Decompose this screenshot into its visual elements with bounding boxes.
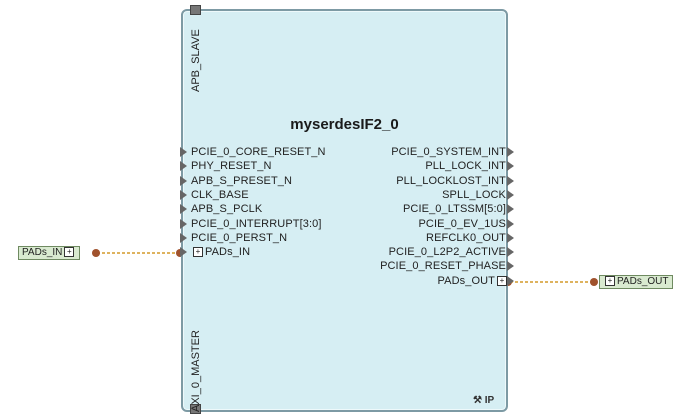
right-pin-connector[interactable]	[507, 247, 514, 258]
left-pin-label: CLK_BASE	[191, 188, 249, 201]
right-pin-connector[interactable]	[507, 189, 514, 200]
apb-slave-connector[interactable]	[190, 5, 201, 15]
right-pin-connector[interactable]	[507, 147, 514, 157]
pads-in-port[interactable]: PADs_IN+	[18, 246, 81, 260]
left-pin-connector[interactable]	[180, 232, 187, 243]
right-pin-label: PCIE_0_EV_1US	[418, 217, 506, 230]
right-pin-label: PADs_OUT+	[438, 275, 509, 288]
right-pin-label: PCIE_0_SYSTEM_INT	[391, 146, 506, 158]
apb-slave-label: APB_SLAVE	[190, 29, 202, 92]
left-pin-label: PCIE_0_PERST_N	[191, 231, 288, 244]
left-pin-connector[interactable]	[180, 204, 187, 215]
right-pin-connector[interactable]	[507, 161, 514, 172]
left-pin-label: PCIE_0_INTERRUPT[3:0]	[191, 217, 322, 230]
left-pin-connector[interactable]	[180, 218, 187, 229]
right-pin-connector[interactable]	[507, 204, 514, 215]
right-pin-connector[interactable]	[507, 218, 514, 229]
left-pin-label: PHY_RESET_N	[191, 160, 272, 173]
left-pin-label: APB_S_PCLK	[191, 203, 263, 216]
ip-badge: ⚒ IP	[473, 395, 494, 406]
left-pin-label: APB_S_PRESET_N	[191, 174, 293, 187]
left-pin-connector[interactable]	[180, 189, 187, 200]
expand-icon[interactable]: +	[497, 275, 507, 286]
output-port-connector-dot[interactable]	[590, 278, 598, 286]
right-pin-label: PCIE_0_RESET_PHASE	[380, 260, 506, 273]
right-pin-connector[interactable]	[507, 275, 514, 286]
right-pin-connector[interactable]	[507, 232, 514, 243]
right-pin-label: SPLL_LOCK	[442, 188, 506, 201]
axi-master-connector[interactable]	[190, 404, 201, 414]
expand-icon[interactable]: +	[605, 276, 615, 287]
expand-icon[interactable]: +	[64, 247, 75, 258]
left-pin-connector[interactable]	[180, 175, 187, 186]
left-pin-connector[interactable]	[180, 247, 187, 258]
pads-out-port[interactable]: +PADs_OUT	[599, 275, 673, 289]
left-pin-text: PADs_IN	[205, 246, 251, 259]
pads-out-port-label: PADs_OUT	[617, 276, 669, 287]
right-pin-label: PCIE_0_L2P2_ACTIVE	[388, 246, 506, 259]
pads-in-port-label: PADs_IN	[22, 247, 63, 258]
right-pin-connector[interactable]	[507, 261, 514, 272]
right-pin-text: PADs_OUT	[437, 274, 495, 287]
right-pin-label: REFCLK0_OUT	[426, 231, 506, 244]
wrench-icon: ⚒	[473, 395, 482, 406]
left-pin-label: +PADs_IN	[191, 246, 250, 259]
left-pin-label: PCIE_0_CORE_RESET_N	[191, 146, 326, 158]
block-title: myserdesIF2_0	[290, 116, 399, 133]
right-pin-label: PLL_LOCK_INT	[425, 160, 506, 173]
right-pin-label: PLL_LOCKLOST_INT	[396, 174, 506, 187]
input-port-connector-dot[interactable]	[92, 249, 100, 257]
left-pin-connector[interactable]	[180, 161, 187, 172]
right-pin-connector[interactable]	[507, 175, 514, 186]
ip-badge-text: IP	[484, 395, 495, 406]
left-pin-connector[interactable]	[180, 147, 187, 157]
axi-master-label: AXI_0_MASTER	[190, 330, 202, 412]
expand-icon[interactable]: +	[193, 247, 203, 258]
right-pin-label: PCIE_0_LTSSM[5:0]	[403, 203, 506, 216]
